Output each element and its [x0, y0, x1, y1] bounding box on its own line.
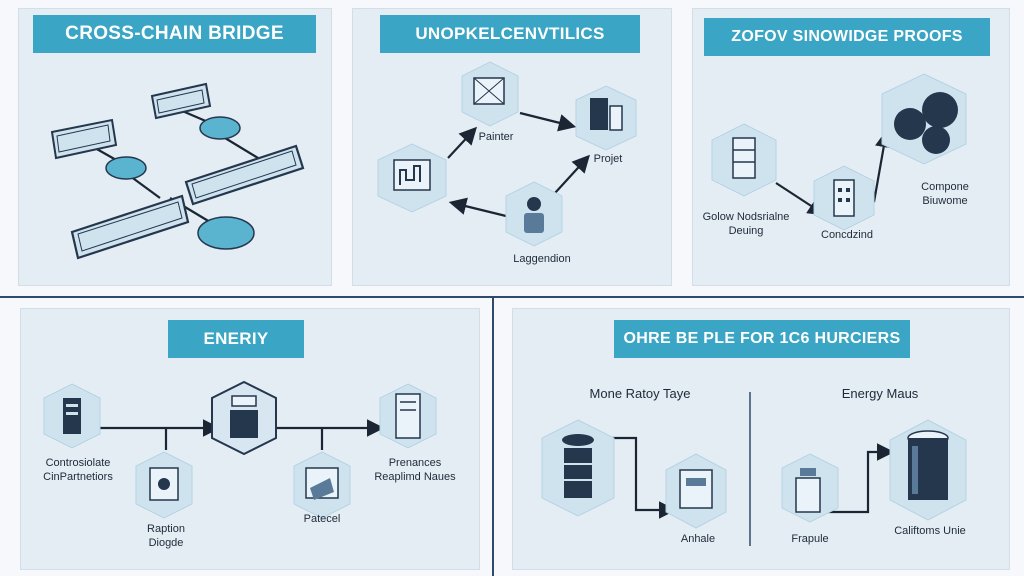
panel3-graphics — [711, 73, 967, 231]
stacked-storage-icon — [541, 419, 615, 517]
chain-block-large-1-icon — [184, 144, 305, 206]
label-controsiolate: Controsiolate CinPartnetiors — [43, 457, 113, 483]
central-server-icon — [211, 380, 277, 456]
cylinder-database-icon — [889, 419, 967, 521]
server-rack-icon — [575, 85, 637, 151]
circuit-box-icon — [135, 451, 193, 519]
panel-title-eneriy: ENERIY — [168, 320, 304, 358]
panel-title-zofov: ZOFOV SINOWIDGE PROOFS — [704, 18, 990, 56]
subhead-right: Energy Maus — [841, 386, 919, 401]
blob-cluster-icon — [881, 73, 967, 165]
label-projet: Projet — [593, 153, 623, 165]
panel-title-unopkel: UNOPKELCENVTILICS — [380, 15, 640, 53]
panel-title-cross-chain: CROSS-CHAIN BRIDGE — [33, 15, 316, 53]
spray-bottle-icon — [781, 453, 839, 523]
horizontal-divider — [0, 296, 1024, 298]
vertical-divider — [492, 298, 494, 576]
chain-block-small-1-icon — [50, 118, 118, 160]
label-califtoms: Califtoms Unie — [894, 525, 966, 537]
building-node-icon — [813, 165, 875, 231]
panel4-graphics — [43, 380, 437, 519]
panel2-graphics — [377, 61, 637, 247]
bridge-node-3-icon — [197, 216, 255, 250]
label-anhale: Anhale — [680, 533, 716, 545]
label-prenances: Prenances Reaplimd Naues — [374, 457, 456, 483]
label-concord: Concdzind — [821, 229, 873, 241]
panel-title-ohre: OHRE BE PLE FOR 1C6 HURCIERS — [614, 320, 910, 358]
label-painter: Painter — [478, 131, 514, 143]
chart-monitor-icon — [377, 143, 447, 213]
bridge-node-2-icon — [199, 116, 241, 140]
label-patecel: Patecel — [303, 513, 341, 525]
ledger-cube-icon — [461, 61, 519, 127]
label-raption: Raption Diogde — [147, 523, 185, 549]
document-server-icon — [379, 383, 437, 449]
panel-device-icon — [665, 453, 727, 529]
chain-block-small-2-icon — [150, 82, 212, 120]
person-icon — [505, 181, 563, 247]
bridge-node-1-icon — [105, 156, 147, 180]
subhead-left: Mone Ratoy Taye — [589, 386, 691, 401]
label-compone: Compone Biuwome — [921, 181, 969, 207]
bridge-diagram — [50, 82, 305, 260]
storage-node-icon — [43, 383, 101, 449]
label-golow: Golow Nodsrialne Deuing — [702, 211, 790, 237]
chain-block-large-2-icon — [70, 194, 190, 260]
package-cube-icon — [293, 451, 351, 519]
label-frapule: Frapule — [791, 533, 829, 545]
label-laggendion: Laggendion — [513, 253, 571, 265]
panel5-graphics — [541, 392, 967, 546]
database-tower-icon — [711, 123, 777, 197]
